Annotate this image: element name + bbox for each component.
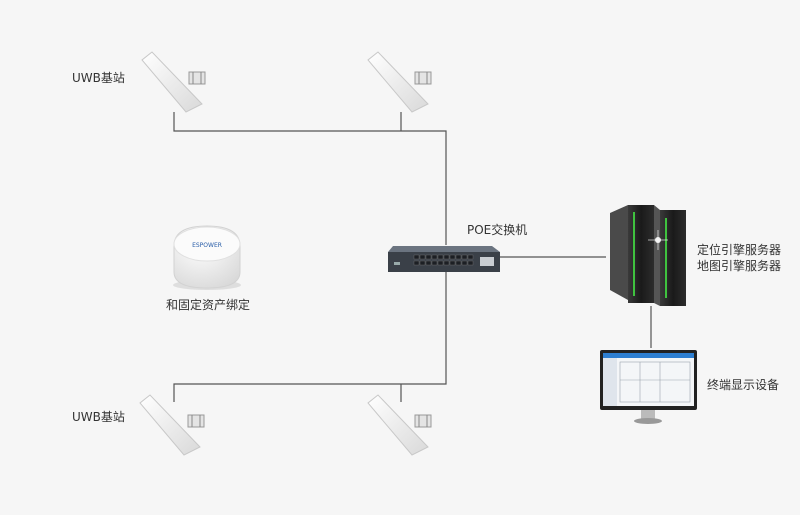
poe-switch-label: POE交换机 [467,223,528,237]
bottom-link [173,272,447,402]
terminal-label: 终端显示设备 [707,378,780,392]
tag-brand-text: ESPOWER [192,242,222,249]
uwb-station-bottom-right [367,394,432,456]
uwb-station-top-left [141,51,206,113]
server-label: 定位引擎服务器 地图引擎服务器 [697,242,781,274]
uwb-station-label-top: UWB基站 [72,71,125,85]
uwb-station-label-bottom: UWB基站 [72,410,125,424]
uwb-station-bottom-left [139,394,205,456]
asset-tag-label: 和固定资产绑定 [166,298,251,312]
uwb-station-top-right [367,51,432,113]
server-label-line1: 定位引擎服务器 [697,243,782,257]
top-link [173,112,447,245]
server-label-line2: 地图引擎服务器 [697,259,782,273]
